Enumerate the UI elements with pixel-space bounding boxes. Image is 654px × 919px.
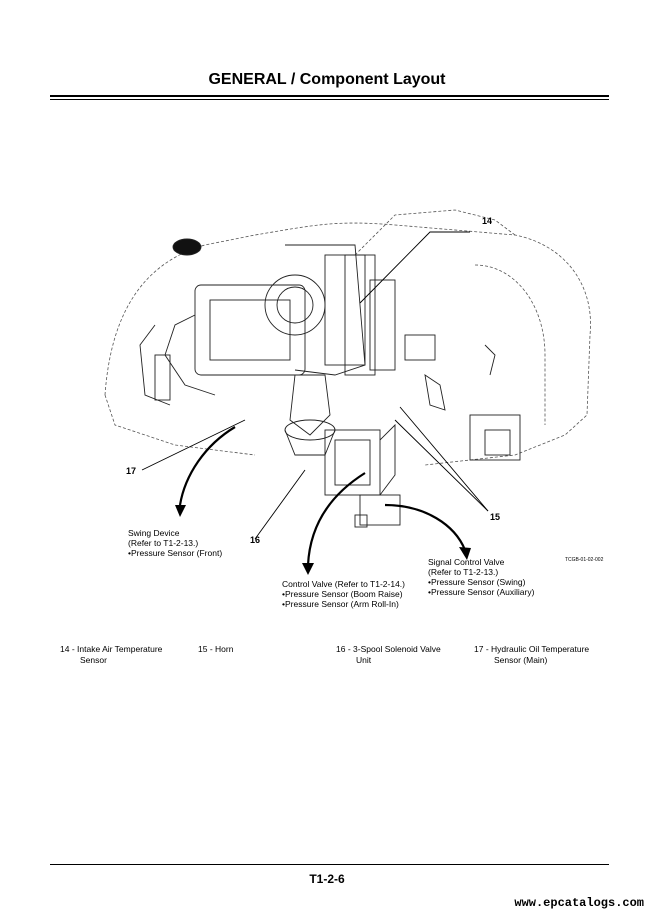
swing-line-1: Swing Device (128, 528, 180, 538)
header-rule-thick (50, 95, 609, 97)
legend-number: 15 - (198, 644, 213, 654)
legend-text-cont: Sensor (Main) (494, 655, 548, 665)
legend-number: 14 - (60, 644, 75, 654)
page-title: GENERAL / Component Layout (208, 71, 446, 88)
legend-item-14: 14 - Intake Air Temperature Sensor (60, 644, 162, 666)
callout-17: 17 (126, 466, 137, 476)
figure-code: TCGB-01-02-002 (565, 557, 604, 563)
signal-control-valve-label: Signal Control Valve (Refer to T1-2-13.)… (428, 557, 534, 597)
callout-16: 16 (250, 535, 261, 545)
component-layout-drawing (104, 209, 591, 575)
swing-line-2: (Refer to T1-2-13.) (128, 538, 199, 548)
signal-line-3: •Pressure Sensor (Swing) (428, 577, 526, 587)
legend-text: 3-Spool Solenoid Valve (353, 644, 441, 654)
header-rule-thin (50, 99, 609, 100)
control-line-1: Control Valve (Refer to T1-2-14.) (282, 579, 405, 589)
signal-line-1: Signal Control Valve (428, 557, 505, 567)
control-valve-label: Control Valve (Refer to T1-2-14.) •Press… (282, 579, 405, 609)
legend-text-cont: Unit (356, 655, 372, 665)
swing-device-label: Swing Device (Refer to T1-2-13.) •Pressu… (128, 528, 222, 558)
control-line-3: •Pressure Sensor (Arm Roll-In) (282, 599, 399, 609)
callout-14: 14 (482, 216, 493, 226)
signal-line-4: •Pressure Sensor (Auxiliary) (428, 587, 535, 597)
control-line-2: •Pressure Sensor (Boom Raise) (282, 589, 403, 599)
legend-text: Horn (215, 644, 234, 654)
legend-number: 17 - (474, 644, 489, 654)
signal-line-2: (Refer to T1-2-13.) (428, 567, 499, 577)
legend-item-16: 16 - 3-Spool Solenoid Valve Unit (336, 644, 441, 666)
legend-item-17: 17 - Hydraulic Oil Temperature Sensor (M… (474, 644, 589, 666)
callout-15: 15 (490, 512, 501, 522)
swing-line-3: •Pressure Sensor (Front) (128, 548, 223, 558)
legend-number: 16 - (336, 644, 351, 654)
page-number: T1-2-6 (309, 872, 345, 886)
watermark-url[interactable]: www.epcatalogs.com (514, 896, 644, 910)
legend-text-cont: Sensor (80, 655, 107, 665)
legend-item-15: 15 - Horn (198, 644, 233, 655)
legend-text: Hydraulic Oil Temperature (491, 644, 590, 654)
legend-text: Intake Air Temperature (77, 644, 163, 654)
footer-rule (50, 864, 609, 865)
